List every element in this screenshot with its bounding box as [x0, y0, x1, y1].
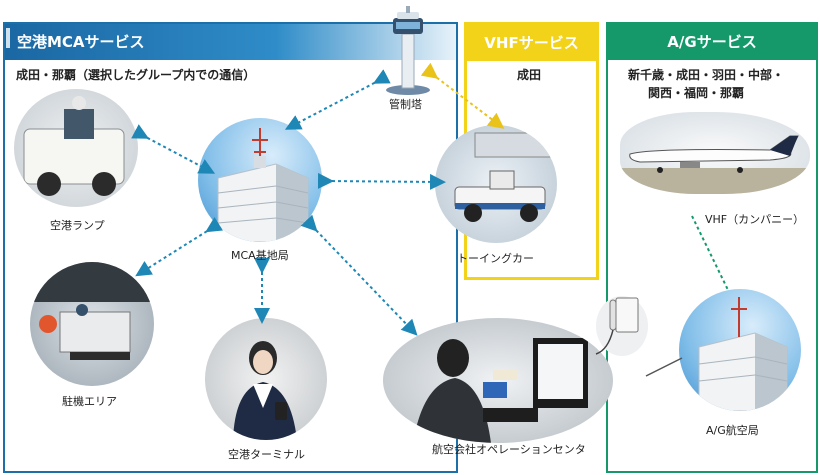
- mca-base-station-image: [198, 118, 322, 242]
- ramp-label: 空港ランプ: [50, 219, 105, 232]
- ag-panel-subtitle-line2: 関西・福岡・那覇: [648, 86, 745, 100]
- mca-panel-title: 空港MCAサービス: [5, 24, 456, 60]
- ag-panel-subtitle-line1: 新千歳・成田・羽田・中部・: [628, 68, 785, 82]
- vhf-panel-title: VHFサービス: [467, 25, 596, 61]
- towing-car-label: トーイングカー: [457, 252, 534, 265]
- ag-station-label: A/G航空局: [706, 424, 759, 437]
- operation-center-label: 航空会社オペレーションセンタ: [432, 443, 586, 456]
- ag-panel-title: A/Gサービス: [608, 24, 816, 60]
- operation-center-image: [383, 318, 613, 443]
- tower-label: 管制塔: [389, 98, 422, 111]
- apron-label: 駐機エリア: [62, 395, 117, 408]
- apron-area-image: [30, 262, 154, 386]
- airport-terminal-image: [205, 318, 327, 440]
- control-tower-image: [383, 4, 433, 96]
- towing-car-image: [435, 125, 557, 243]
- ag-station-image: [679, 289, 801, 411]
- panel-accent: [6, 28, 10, 48]
- mca-base-label: MCA基地局: [231, 249, 289, 262]
- vhf-company-label: VHF（カンパニー）: [705, 213, 805, 226]
- mca-panel-subtitle: 成田・那覇（選択したグループ内での通信）: [16, 68, 256, 82]
- airport-ramp-image: [14, 89, 138, 207]
- vhf-panel-subtitle: 成田: [517, 68, 542, 82]
- terminal-label: 空港ターミナル: [228, 448, 305, 461]
- telephone-image: [588, 288, 648, 358]
- airplane-image: [620, 112, 810, 194]
